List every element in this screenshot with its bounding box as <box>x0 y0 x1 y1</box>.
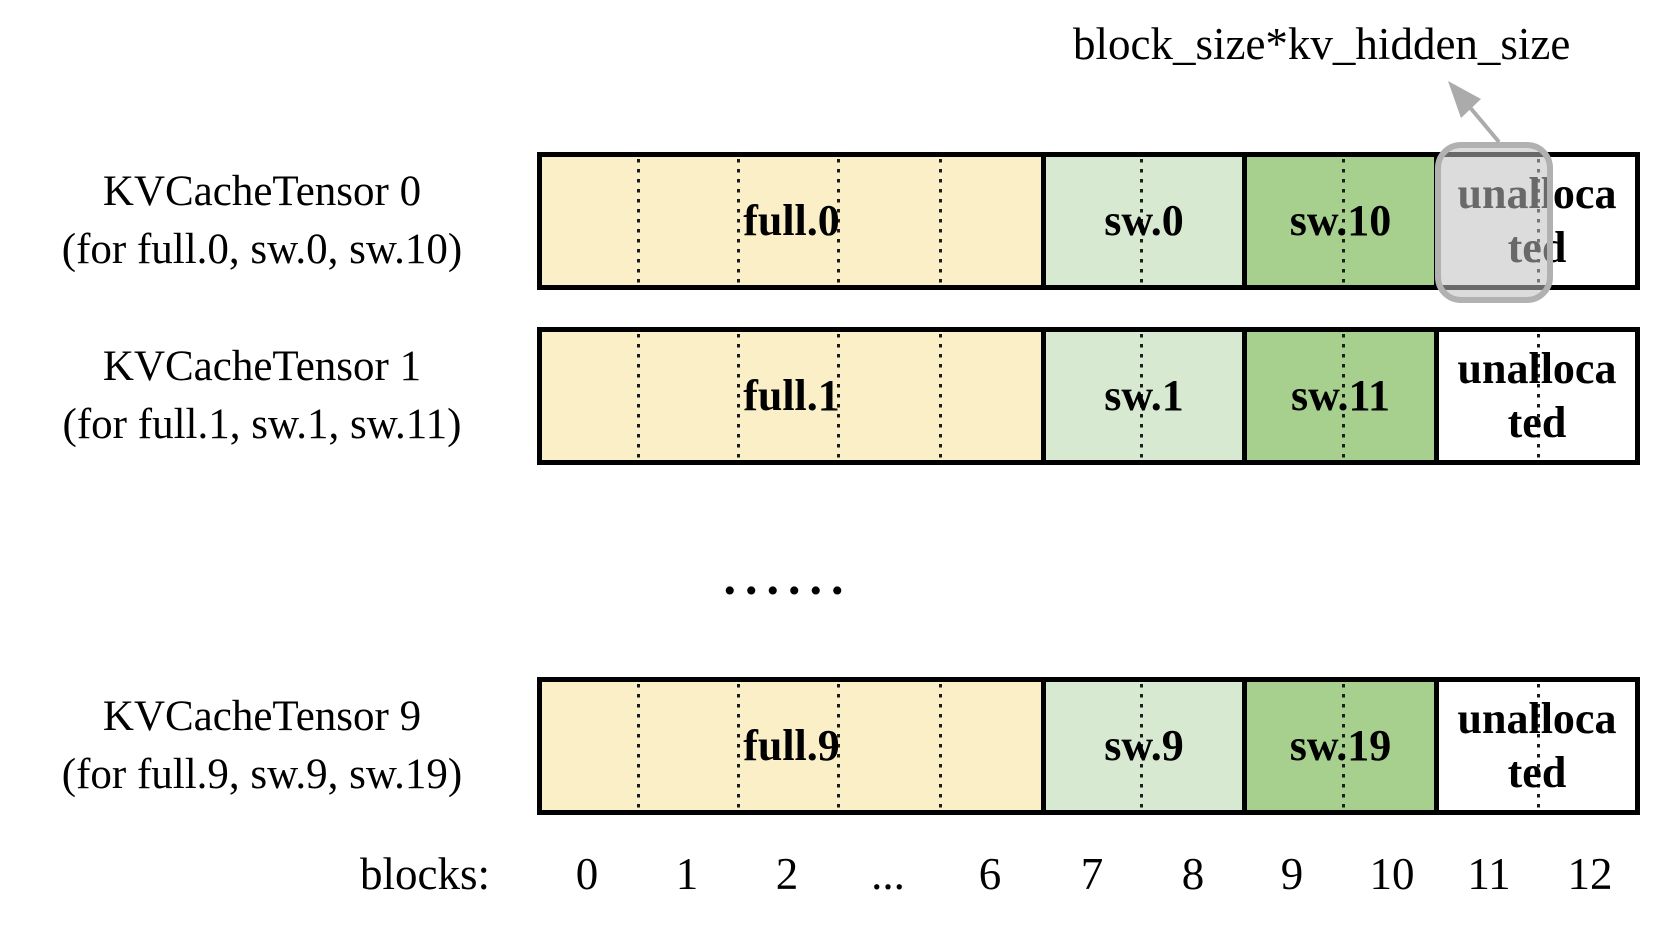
block-divider <box>737 684 740 808</box>
block-divider <box>1140 159 1143 283</box>
block-divider <box>1342 159 1345 283</box>
tensor-bar-1: full.1 sw.1 sw.11 unalloca ted <box>537 327 1640 465</box>
segment-full-9: full.9 <box>542 682 1041 810</box>
block-divider <box>737 159 740 283</box>
segment-label: sw.1 <box>1104 371 1184 420</box>
segment-label: sw.11 <box>1290 371 1391 420</box>
axis-tick-9: 9 <box>1280 849 1304 899</box>
segment-sw-1: sw.1 <box>1041 332 1242 460</box>
block-size-highlight <box>1435 142 1553 303</box>
tensor-row-1-subtitle: (for full.1, sw.1, sw.11) <box>62 401 462 448</box>
block-divider <box>637 334 640 458</box>
axis-tick-1: 1 <box>675 849 699 899</box>
axis-tick-12: 12 <box>1567 849 1613 899</box>
segment-sw-upper-0: sw.10 <box>1242 157 1434 285</box>
tensor-row-0: KVCacheTensor 0 (for full.0, sw.0, sw.10… <box>0 152 1676 290</box>
tensor-row-0-title: KVCacheTensor 0 <box>102 168 422 215</box>
segment-sw-9: sw.9 <box>1041 682 1242 810</box>
tensor-row-9-title: KVCacheTensor 9 <box>102 693 422 740</box>
segment-label: full.1 <box>743 371 840 420</box>
block-divider <box>939 684 942 808</box>
segment-label: full.0 <box>743 196 840 245</box>
block-divider <box>637 684 640 808</box>
block-divider <box>737 334 740 458</box>
tensor-row-1-title: KVCacheTensor 1 <box>102 343 422 390</box>
block-divider <box>1342 684 1345 808</box>
tensor-row-1-label: KVCacheTensor 1 (for full.1, sw.1, sw.11… <box>12 338 512 454</box>
block-divider <box>1537 334 1540 458</box>
block-divider <box>1342 334 1345 458</box>
block-size-annotation: block_size*kv_hidden_size <box>1073 19 1571 69</box>
segment-sw-0: sw.0 <box>1041 157 1242 285</box>
axis-tick-ellipsis: ... <box>871 849 905 899</box>
unallocated-line-2: ted <box>1507 398 1567 447</box>
block-divider <box>637 159 640 283</box>
blocks-axis-label: blocks: <box>360 849 490 899</box>
segment-label: full.9 <box>743 721 840 770</box>
axis-tick-0: 0 <box>575 849 599 899</box>
tensor-bar-9: full.9 sw.9 sw.19 unalloca ted <box>537 677 1640 815</box>
axis-tick-7: 7 <box>1080 849 1104 899</box>
segment-label: unalloca ted <box>1458 342 1617 450</box>
block-divider <box>939 334 942 458</box>
tensor-row-9-label: KVCacheTensor 9 (for full.9, sw.9, sw.19… <box>12 688 512 804</box>
segment-label: sw.19 <box>1289 721 1392 770</box>
tensor-row-1: KVCacheTensor 1 (for full.1, sw.1, sw.11… <box>0 327 1676 465</box>
segment-label: sw.0 <box>1104 196 1184 245</box>
tensor-row-0-label: KVCacheTensor 0 (for full.0, sw.0, sw.10… <box>12 163 512 279</box>
block-divider <box>939 159 942 283</box>
tensor-row-9-subtitle: (for full.9, sw.9, sw.19) <box>61 751 463 798</box>
tensor-row-9: KVCacheTensor 9 (for full.9, sw.9, sw.19… <box>0 677 1676 815</box>
rows-ellipsis: ...... <box>723 549 853 605</box>
block-divider <box>837 684 840 808</box>
unallocated-line-2: ted <box>1507 748 1567 797</box>
segment-sw-upper-9: sw.19 <box>1242 682 1434 810</box>
block-divider <box>1140 334 1143 458</box>
axis-tick-6: 6 <box>978 849 1002 899</box>
segment-label: sw.10 <box>1289 196 1392 245</box>
unallocated-line-1: unalloca <box>1457 344 1617 393</box>
block-divider <box>837 334 840 458</box>
segment-label: unalloca ted <box>1458 692 1617 800</box>
axis-tick-2: 2 <box>775 849 799 899</box>
axis-tick-8: 8 <box>1181 849 1205 899</box>
segment-unallocated-9: unalloca ted <box>1434 682 1635 810</box>
block-divider <box>837 159 840 283</box>
block-divider <box>1537 684 1540 808</box>
tensor-row-0-subtitle: (for full.0, sw.0, sw.10) <box>61 226 463 273</box>
segment-full-0: full.0 <box>542 157 1041 285</box>
axis-tick-11: 11 <box>1467 849 1511 899</box>
axis-tick-10: 10 <box>1369 849 1415 899</box>
segment-label: sw.9 <box>1104 721 1184 770</box>
segment-full-1: full.1 <box>542 332 1041 460</box>
block-divider <box>1140 684 1143 808</box>
segment-unallocated-1: unalloca ted <box>1434 332 1635 460</box>
unallocated-line-1: unalloca <box>1457 694 1617 743</box>
segment-sw-upper-1: sw.11 <box>1242 332 1434 460</box>
